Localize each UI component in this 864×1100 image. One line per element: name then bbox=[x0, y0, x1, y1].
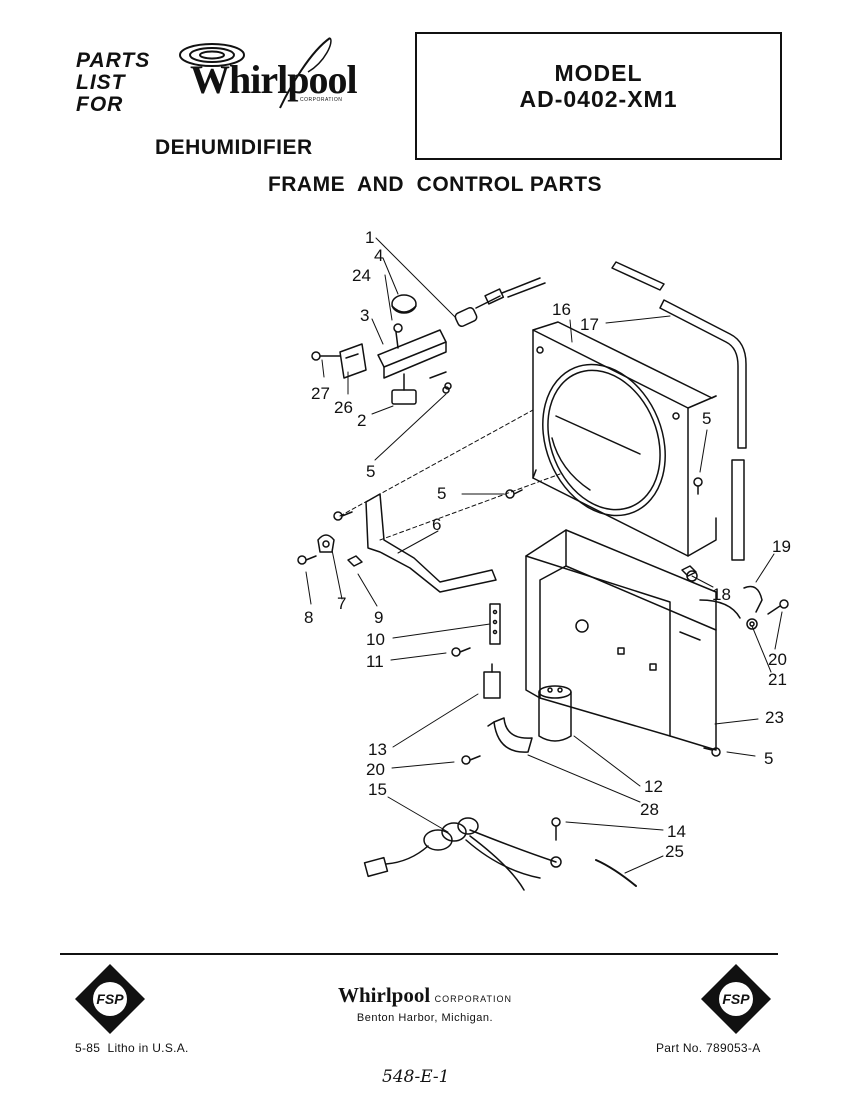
part-capacitor-strap-28 bbox=[487, 717, 533, 753]
callout-6: 6 bbox=[432, 515, 442, 534]
fsp-badge-right-icon: FSP bbox=[701, 964, 771, 1034]
part-control-bracket bbox=[311, 323, 452, 405]
callout-12: 12 bbox=[644, 777, 663, 796]
brand-corporation-label: CORPORATION bbox=[300, 97, 343, 103]
parts-list-line-3: FOR bbox=[76, 93, 124, 116]
callout-2: 2 bbox=[357, 411, 367, 430]
fsp-badge-left-text: FSP bbox=[96, 991, 124, 1007]
part-washers-20-21 bbox=[746, 599, 789, 630]
exploded-parts-diagram bbox=[297, 237, 789, 891]
callout-13: 13 bbox=[368, 740, 387, 759]
part-nut-18 bbox=[681, 565, 697, 577]
fsp-badge-right-text: FSP bbox=[722, 991, 750, 1007]
part-wire-harness-15 bbox=[363, 817, 562, 891]
footer-part-number: Part No. 789053-A bbox=[656, 1041, 761, 1055]
part-tie-strap-25 bbox=[595, 859, 637, 887]
callout-7: 7 bbox=[337, 594, 347, 613]
callout-10: 10 bbox=[366, 630, 385, 649]
part-gasket-strips bbox=[611, 261, 747, 561]
whirlpool-swirl-logo-icon bbox=[179, 43, 245, 67]
product-name: DEHUMIDIFIER bbox=[155, 136, 313, 159]
parts-list-line-1: PARTS bbox=[76, 49, 151, 72]
callout-4: 4 bbox=[374, 246, 384, 265]
section-title: FRAME AND CONTROL PARTS bbox=[267, 173, 603, 196]
parts-list-line-2: LIST bbox=[76, 71, 126, 94]
part-screw-11 bbox=[451, 647, 471, 657]
footer-brand-line: Whirlpool CORPORATION bbox=[0, 983, 850, 1008]
callout-15: 15 bbox=[368, 780, 387, 799]
callout-8: 8 bbox=[304, 608, 314, 627]
brand-logotype: Whirlpool bbox=[190, 57, 358, 102]
part-bracket-6 bbox=[365, 493, 497, 593]
callout-28: 28 bbox=[640, 800, 659, 819]
model-box bbox=[415, 32, 782, 160]
callout-21: 21 bbox=[768, 670, 787, 689]
callout-20-left: 20 bbox=[366, 760, 385, 779]
footer-litho: 5-85 Litho in U.S.A. bbox=[75, 1041, 189, 1055]
part-screw-20 bbox=[461, 755, 481, 765]
model-label: MODEL bbox=[554, 60, 643, 86]
callout-26: 26 bbox=[334, 398, 353, 417]
part-capacitor-12 bbox=[538, 685, 572, 742]
part-clip-7 bbox=[317, 534, 335, 553]
footer-divider bbox=[60, 953, 778, 955]
callout-9: 9 bbox=[374, 608, 384, 627]
callout-11: 11 bbox=[366, 652, 384, 671]
callout-1: 1 bbox=[365, 228, 375, 247]
callout-17: 17 bbox=[580, 315, 599, 334]
part-switch-assembly bbox=[454, 277, 546, 328]
part-nut-9 bbox=[347, 555, 363, 567]
callout-14: 14 bbox=[667, 822, 686, 841]
callout-23: 23 bbox=[765, 708, 784, 727]
callout-16: 16 bbox=[552, 300, 571, 319]
callout-18: 18 bbox=[712, 585, 731, 604]
callout-5-lower: 5 bbox=[764, 749, 774, 768]
callout-20-right: 20 bbox=[768, 650, 787, 669]
callout-5-center: 5 bbox=[437, 484, 447, 503]
part-base-chassis bbox=[525, 529, 741, 751]
footer-corporation: CORPORATION bbox=[434, 994, 512, 1004]
part-knob bbox=[391, 294, 417, 314]
callout-19: 19 bbox=[772, 537, 791, 556]
footer-city: Benton Harbor, Michigan. bbox=[356, 1012, 494, 1024]
footer-brand: Whirlpool bbox=[338, 983, 431, 1007]
part-ground-clip-19 bbox=[743, 585, 763, 613]
callout-3: 3 bbox=[360, 306, 370, 325]
callout-27: 27 bbox=[311, 384, 330, 403]
callout-25: 25 bbox=[665, 842, 684, 861]
part-screw-14 bbox=[551, 817, 561, 841]
fsp-badge-left-icon: FSP bbox=[75, 964, 145, 1034]
part-terminal-strip-10 bbox=[489, 603, 501, 645]
part-fan-shroud bbox=[532, 321, 717, 557]
callout-5-upper: 5 bbox=[366, 462, 376, 481]
part-relay-13 bbox=[483, 663, 501, 699]
callout-24: 24 bbox=[352, 266, 371, 285]
model-number: AD-0402-XM1 bbox=[519, 86, 678, 112]
part-screws-5 bbox=[333, 386, 721, 757]
footer-handwritten-note: 548-E-1 bbox=[382, 1067, 450, 1087]
brand-flourish-icon bbox=[279, 37, 332, 109]
callout-5-right: 5 bbox=[702, 409, 712, 428]
part-screw-8 bbox=[297, 555, 317, 565]
